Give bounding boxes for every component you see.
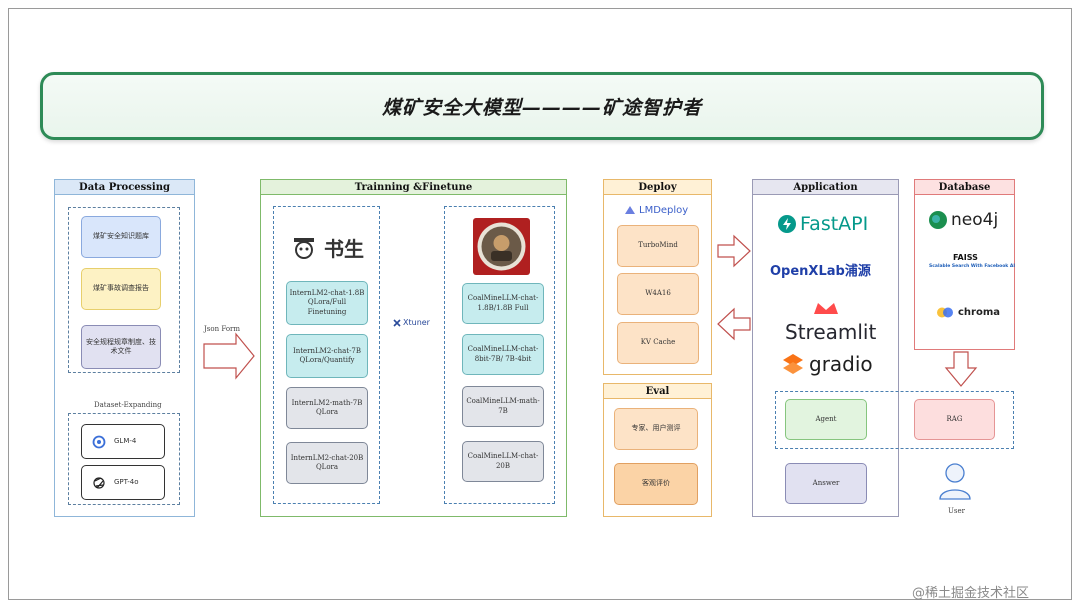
data-processing-heading: Data Processing [55, 180, 194, 195]
streamlit-crown-icon [814, 303, 838, 314]
chroma-icon [937, 307, 953, 318]
neo4j-label: neo4j [951, 210, 999, 230]
gradio-logo: gradio [782, 352, 873, 376]
slide-frame [8, 8, 1072, 600]
intern-brand-text: 书生 [324, 237, 364, 261]
deploy-kv-cache: KV Cache [617, 322, 699, 364]
chroma-label: chroma [958, 307, 1001, 318]
coalmine-emblem-icon [477, 222, 526, 271]
eval-objective: 客观评价 [614, 463, 698, 505]
chroma-logo: chroma [936, 307, 1000, 318]
glm-logo-icon [92, 435, 106, 448]
fastapi-logo: FastAPI [778, 213, 868, 235]
arrow-right-icon [717, 234, 751, 268]
neo4j-logo: neo4j [928, 210, 998, 230]
base-model-7b: InternLM2-chat-7B QLora/Quantify [286, 334, 368, 378]
openai-logo-icon [93, 476, 105, 489]
intern-mascot-icon [294, 237, 314, 259]
intern-logo: 书生 [290, 233, 364, 262]
openxlab-logo: OpenXLab浦源 [770, 264, 871, 279]
database-heading: Database [915, 180, 1014, 195]
eval-expert-user: 专家、用户测评 [614, 408, 698, 450]
lmdeploy-logo: LMDeploy [624, 204, 688, 216]
arrow-left-icon [717, 307, 751, 341]
base-models-group [273, 206, 380, 504]
user-label: User [948, 507, 965, 515]
coal-model-7b: CoalMineLLM-chat-8bit-7B/ 7B-4bit [462, 334, 544, 375]
base-model-20b: InternLM2-chat-20B QLora [286, 442, 368, 484]
training-heading: Trainning &Finetune [261, 180, 566, 195]
dataset-knowledge-bank: 煤矿安全知识题库 [81, 216, 161, 258]
deploy-w4a16: W4A16 [617, 273, 699, 315]
json-form-label: Json Form [204, 325, 241, 333]
user-icon [939, 463, 971, 500]
rag-box: RAG [914, 399, 995, 440]
fastapi-icon [778, 215, 796, 233]
xtuner-label: Xtuner [403, 318, 430, 327]
glm4-box: GLM-4 [81, 424, 165, 459]
coal-model-20b: CoalMineLLM-chat-20B [462, 441, 544, 482]
gradio-icon [783, 354, 803, 374]
faiss-logo: FAISS [953, 253, 978, 262]
title-bar: 煤矿安全大模型————矿途智护者 [40, 72, 1044, 140]
coal-models-group [444, 206, 555, 504]
dataset-expanding-label: Dataset-Expanding [94, 401, 162, 409]
database-panel: Database [914, 179, 1015, 350]
streamlit-logo: Streamlit [785, 320, 877, 344]
glm4-label: GLM-4 [114, 436, 137, 445]
coal-model-math-7b: CoalMineLLM-math-7B [462, 386, 544, 427]
coalmine-logo [473, 218, 530, 275]
deploy-heading: Deploy [604, 180, 711, 195]
dataset-accident-reports: 煤矿事故调查报告 [81, 268, 161, 310]
gpt4o-box: GPT-4o [81, 465, 165, 500]
neo4j-icon [929, 211, 947, 229]
answer-box: Answer [785, 463, 867, 504]
datasets-group [68, 207, 180, 373]
eval-heading: Eval [604, 384, 711, 399]
gradio-label: gradio [809, 352, 873, 376]
lmdeploy-icon [625, 206, 635, 214]
arrow-right-icon [203, 332, 255, 380]
fastapi-label: FastAPI [800, 213, 869, 235]
deploy-turbomind: TurboMind [617, 225, 699, 267]
xtuner-icon [393, 318, 401, 327]
watermark: @稀土掘金技术社区 [912, 586, 1030, 601]
faiss-tagline: Scalable Search With Facebook AI [929, 264, 1016, 269]
lmdeploy-label: LMDeploy [639, 204, 689, 216]
slide-title: 煤矿安全大模型————矿途智护者 [381, 96, 702, 119]
base-model-1.8b: InternLM2-chat-1.8B QLora/Full Finetunin… [286, 281, 368, 325]
agent-rag-group [775, 391, 1014, 449]
application-heading: Application [753, 180, 898, 195]
xtuner-logo: Xtuner [393, 318, 430, 327]
application-panel: Application [752, 179, 899, 517]
dataset-regulations: 安全规程规章制度、技术文件 [81, 325, 161, 369]
llm-group [68, 413, 180, 505]
coal-model-1.8b: CoalMineLLM-chat-1.8B/1.8B Full [462, 283, 544, 324]
arrow-down-icon [944, 351, 978, 387]
base-model-math-7b: InternLM2-math-7B QLora [286, 387, 368, 429]
agent-box: Agent [785, 399, 867, 440]
gpt4o-label: GPT-4o [114, 477, 139, 486]
